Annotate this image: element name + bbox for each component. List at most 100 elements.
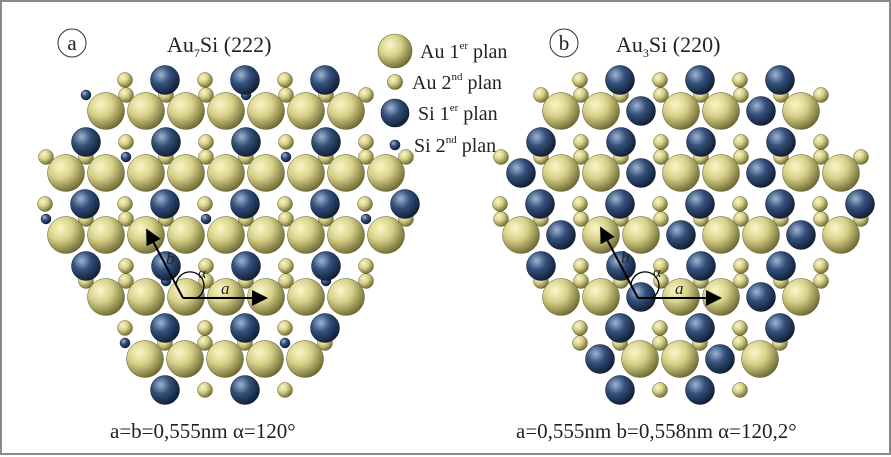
au-1er-atom — [327, 92, 365, 130]
au-1er-atom — [782, 92, 820, 130]
si-1er-atom — [606, 127, 636, 157]
au-2nd-atom — [572, 72, 588, 88]
au-1er-atom — [167, 154, 205, 192]
au-1er-atom — [167, 216, 205, 254]
au-2nd-atom — [197, 72, 213, 88]
si-1er-atom — [605, 375, 635, 405]
au-2nd-atom — [652, 72, 668, 88]
au-1er-atom — [127, 92, 165, 130]
si-2nd-atom — [120, 151, 132, 163]
si-1er-atom — [310, 65, 340, 95]
au-1er-atom — [127, 154, 165, 192]
legend-item-si2: Si 2nd plan — [389, 134, 496, 157]
au-2nd-atom — [277, 196, 293, 212]
svg-text:Si 2nd plan: Si 2nd plan — [414, 134, 496, 157]
au-1er-atom — [246, 340, 284, 378]
au-2nd-atom — [572, 335, 588, 351]
au-2nd-atom — [197, 196, 213, 212]
si-1er-atom — [71, 251, 101, 281]
au-1er-atom — [287, 216, 325, 254]
si-1er-atom — [686, 127, 716, 157]
panel-letter-b: b — [549, 28, 579, 58]
si-1er-atom — [666, 220, 696, 250]
au-1er-atom — [582, 278, 620, 316]
si-2nd-atom — [40, 213, 52, 225]
au-1er-atom — [167, 92, 205, 130]
au-2nd-atom — [493, 149, 509, 165]
svg-text:b: b — [559, 31, 570, 55]
legend-item-au1: Au 1er plan — [377, 33, 507, 69]
lattice-au7si — [37, 65, 420, 405]
si-2nd-atom — [200, 213, 212, 225]
vector-b-arrow — [146, 228, 184, 299]
si-1er-atom — [231, 251, 261, 281]
si-1er-atom — [765, 65, 795, 95]
au-1er-atom — [662, 92, 700, 130]
svg-text:Si 1er plan: Si 1er plan — [418, 102, 498, 125]
au-2nd-atom — [38, 149, 54, 165]
au-1er-atom — [247, 154, 285, 192]
au-2nd-atom — [198, 258, 214, 274]
au-1er-atom — [582, 216, 620, 254]
au-2nd-atom — [573, 134, 589, 150]
au-2nd-atom — [652, 320, 668, 336]
au-1er-atom — [127, 278, 165, 316]
au-1er-atom — [247, 216, 285, 254]
svg-text:Au 1er plan: Au 1er plan — [420, 40, 507, 63]
au-2nd-atom — [278, 258, 294, 274]
si-1er-atom — [390, 189, 420, 219]
au-1er-atom — [207, 216, 245, 254]
au-1er-atom — [87, 278, 125, 316]
si-1er-atom — [311, 251, 341, 281]
au-1er-atom — [367, 154, 405, 192]
au-1er-atom — [702, 216, 740, 254]
si-1er-atom — [150, 189, 180, 219]
au-1er-atom — [822, 216, 860, 254]
au-1er-atom — [662, 154, 700, 192]
si-1er-atom — [71, 127, 101, 157]
au-1er-atom — [207, 92, 245, 130]
au-2nd-atom — [37, 196, 53, 212]
au-1er-atom — [126, 340, 164, 378]
au-1er-atom — [286, 340, 324, 378]
si-1er-atom — [766, 251, 796, 281]
au-1er-atom — [247, 92, 285, 130]
si-1er-atom — [230, 189, 260, 219]
vector-b-label: b — [621, 248, 630, 267]
au-2nd-atom — [733, 134, 749, 150]
au-1er-atom — [87, 92, 125, 130]
si-2nd-atom — [80, 89, 92, 101]
au-2nd-atom — [733, 258, 749, 274]
au-2nd-atom — [117, 196, 133, 212]
au-1er-atom — [741, 340, 779, 378]
si-1er-atom — [70, 189, 100, 219]
vector-a-label: a — [221, 279, 230, 298]
au-1er-atom — [47, 216, 85, 254]
au-2nd-atom — [572, 196, 588, 212]
au-1er-atom — [287, 154, 325, 192]
au-1er-atom — [702, 92, 740, 130]
svg-text:a: a — [67, 31, 77, 55]
au-2nd-atom — [358, 134, 374, 150]
svg-text:Au 2nd plan: Au 2nd plan — [412, 71, 502, 94]
au-1er-atom — [542, 92, 580, 130]
au-1er-atom — [622, 216, 660, 254]
angle-label: α — [653, 265, 661, 281]
au-2nd-atom — [732, 320, 748, 336]
au-2nd-atom — [732, 72, 748, 88]
si-1er-atom — [310, 189, 340, 219]
si-2nd-atom — [119, 337, 131, 349]
au-2nd-atom — [813, 258, 829, 274]
si-1er-atom — [231, 127, 261, 157]
lattice-params-a: a=b=0,555nm α=120° — [110, 419, 296, 443]
si-1er-atom — [230, 313, 260, 343]
si-1er-atom — [150, 65, 180, 95]
si-1er-atom — [230, 375, 260, 405]
au-1er-atom — [166, 340, 204, 378]
vector-b-label: b — [166, 249, 175, 268]
angle-label: α — [198, 266, 206, 282]
si-1er-atom — [765, 189, 795, 219]
au-1er-atom — [127, 216, 165, 254]
au-2nd-atom — [277, 382, 293, 398]
au-1er-atom — [287, 92, 325, 130]
